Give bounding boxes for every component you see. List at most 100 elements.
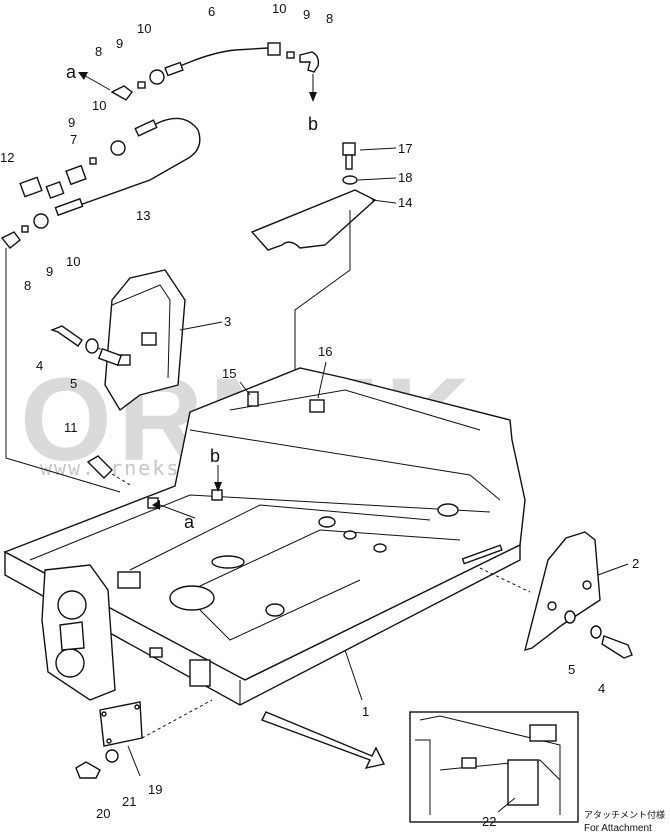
side-cover-2-plate — [524, 531, 601, 652]
plug-11-guide — [111, 473, 133, 487]
ref-b-upper: b — [308, 114, 318, 134]
arrow-b-lower-head — [214, 482, 222, 492]
deck-cutout — [169, 585, 215, 611]
direction-arrow — [261, 711, 386, 770]
label-14: 14 — [398, 195, 412, 210]
hose-13 — [59, 117, 201, 213]
nut-10-right — [267, 42, 281, 56]
label-8-right: 8 — [326, 11, 333, 26]
oring-9-right — [286, 51, 295, 59]
label-10-right: 10 — [272, 1, 286, 16]
plate-19-assembly — [75, 699, 213, 779]
label-4-left: 4 — [36, 358, 43, 373]
deck-hole-4 — [437, 503, 459, 517]
plate-19-guide — [141, 699, 213, 739]
cross-member-4 — [129, 504, 431, 571]
leader-1 — [344, 649, 363, 701]
side-cover-2-hole-1 — [547, 601, 557, 611]
label-20: 20 — [96, 806, 110, 821]
washer-5-right — [590, 625, 602, 639]
label-9-mid: 9 — [68, 115, 75, 130]
frame-slot-15 — [247, 391, 259, 407]
label-2: 2 — [632, 556, 639, 571]
inset-block — [529, 724, 557, 742]
label-18: 18 — [398, 170, 412, 185]
inset-note: アタッチメント付様 For Attachment — [584, 809, 665, 834]
hose-6-end — [164, 61, 184, 77]
label-9-lower: 9 — [46, 264, 53, 279]
inset-note-jp: アタッチメント付様 — [584, 809, 665, 820]
label-15: 15 — [222, 366, 236, 381]
label-7: 7 — [70, 132, 77, 147]
leader-15 — [239, 381, 251, 396]
label-10-lower: 10 — [66, 254, 80, 269]
label-13: 13 — [136, 208, 150, 223]
arrow-a-line — [81, 73, 111, 91]
inset-crossbar — [439, 759, 561, 781]
label-10-mid: 10 — [92, 98, 106, 113]
label-3: 3 — [224, 314, 231, 329]
hose-13-upper-end — [134, 119, 158, 137]
washer-18 — [342, 175, 358, 185]
hose-13-lower-end — [54, 197, 84, 217]
deck-hole-5 — [265, 603, 285, 617]
cross-member-5 — [169, 529, 461, 601]
arrow-a-head — [78, 72, 88, 80]
ref-a-upper: a — [66, 62, 77, 82]
inset-frame — [409, 711, 579, 823]
leader-18 — [357, 177, 397, 181]
label-21: 21 — [122, 794, 136, 809]
pivot-cylinder — [59, 621, 85, 651]
leader-19 — [127, 745, 141, 777]
inset-tab — [461, 757, 477, 769]
adapter-12-nut — [45, 181, 65, 199]
plug-11 — [86, 455, 113, 479]
cover-3-edge — [111, 284, 171, 379]
cover-3-boss — [141, 332, 157, 346]
deck-pad — [117, 571, 141, 589]
label-9-right: 9 — [303, 7, 310, 22]
label-9-left: 9 — [116, 36, 123, 51]
deck-oval — [211, 555, 245, 569]
leader-22 — [497, 797, 516, 813]
main-frame-1 — [3, 347, 526, 706]
fitting-16 — [309, 399, 325, 413]
front-tab — [149, 647, 163, 658]
arrow-a-lower-head — [152, 500, 160, 510]
guide-line-8 — [5, 248, 121, 493]
elbow-8-right — [299, 51, 320, 73]
reference-labels: a b a b — [66, 62, 318, 532]
washer-5-left — [85, 338, 99, 354]
label-19: 19 — [148, 782, 162, 797]
nut-10-mid — [110, 140, 126, 156]
label-8-left: 8 — [95, 44, 102, 59]
adapter-12 — [19, 176, 43, 198]
label-6: 6 — [208, 4, 215, 19]
deck-hole-2 — [343, 530, 357, 540]
side-cover-guide — [479, 567, 531, 593]
bolt-4-left — [49, 325, 83, 347]
plate-14-assembly — [250, 142, 397, 380]
label-8-lower: 8 — [24, 278, 31, 293]
side-slot — [461, 544, 503, 565]
oring-9-mid — [89, 157, 97, 165]
plate-14 — [250, 189, 377, 251]
label-5-right: 5 — [568, 662, 575, 677]
label-1: 1 — [362, 704, 369, 719]
fitting-b — [211, 489, 223, 501]
oring-9-lower — [21, 225, 29, 233]
arrow-a-lower-line — [159, 504, 196, 519]
cross-member-2 — [189, 429, 501, 501]
cover-mount-boss — [97, 347, 123, 367]
hose-6 — [169, 47, 269, 71]
bolt-20 — [75, 761, 101, 779]
leader-16 — [317, 361, 327, 399]
oring-9-left — [137, 81, 146, 89]
deck-hole-1 — [318, 516, 336, 528]
deck-hole-3 — [373, 543, 387, 553]
side-cover-2 — [479, 531, 633, 659]
inset-plate-22 — [507, 759, 539, 806]
label-4-right: 4 — [598, 681, 605, 696]
